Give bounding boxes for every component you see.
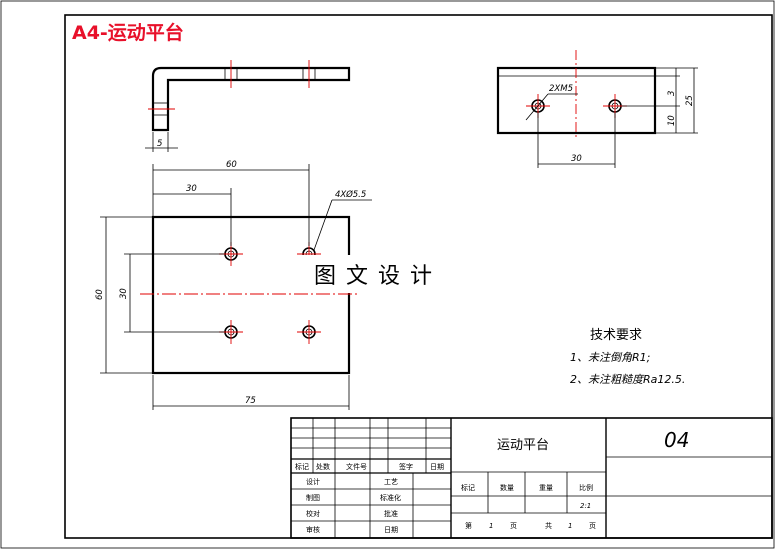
sheet-num-2: 1 xyxy=(568,522,572,530)
rev-header-docno: 文件号 xyxy=(346,462,367,471)
attr-weight: 重量 xyxy=(539,484,553,492)
watermark-text: 图文设计 xyxy=(314,264,442,289)
row-design: 设计 xyxy=(306,477,320,486)
row-draw: 制图 xyxy=(306,493,320,502)
row-standard: 标准化 xyxy=(380,493,401,502)
dim-width-75: 75 xyxy=(245,396,256,406)
tech-requirements: 技术要求 1、未注倒角R1; 2、未注粗糙度Ra12.5. xyxy=(570,328,685,386)
dim-10: 10 xyxy=(667,115,677,126)
side-outline xyxy=(496,66,657,135)
side-view: 2XM5 30 3 10 25 xyxy=(496,50,698,168)
dim-height-30: 30 xyxy=(119,288,129,299)
drawing-title: A4-运动平台 xyxy=(72,21,184,44)
dim-offset-30: 30 xyxy=(186,184,197,194)
part-name: 运动平台 xyxy=(497,438,549,453)
drawing-number: 04 xyxy=(664,428,689,452)
attr-mark: 标记 xyxy=(461,483,475,492)
dim-spacing-30: 30 xyxy=(571,154,582,164)
sheet-label-1: 第 xyxy=(465,521,472,530)
sheet-unit-2: 页 xyxy=(589,522,596,530)
tech-req-line2: 2、未注粗糙度Ra12.5. xyxy=(570,373,685,386)
rev-header-mark: 标记 xyxy=(295,462,309,471)
row-review: 审核 xyxy=(306,525,320,534)
scale-value: 2:1 xyxy=(580,502,591,510)
tech-req-title: 技术要求 xyxy=(590,328,642,343)
row-date: 日期 xyxy=(384,526,398,534)
rev-header-date: 日期 xyxy=(430,463,444,471)
rev-header-sign: 签字 xyxy=(399,462,413,471)
top-view: 5 xyxy=(145,60,351,152)
rev-header-count: 处数 xyxy=(316,462,330,471)
dim-width-60: 60 xyxy=(226,160,237,170)
dim-thread: 2XM5 xyxy=(549,84,573,94)
row-process: 工艺 xyxy=(384,478,398,486)
dim-3: 3 xyxy=(667,91,677,96)
title-block: 标记 处数 文件号 签字 日期 设计 制图 校对 审核 工艺 标准化 批准 日期… xyxy=(290,417,773,539)
dim-25: 25 xyxy=(685,95,695,106)
tech-req-line1: 1、未注倒角R1; xyxy=(570,351,650,364)
dim-height-60: 60 xyxy=(95,289,105,300)
plan-view: 60 30 4XØ5.5 60 30 75 xyxy=(95,160,372,410)
sheet-unit-1: 页 xyxy=(510,522,517,530)
dim-thickness: 5 xyxy=(157,139,162,149)
row-check: 校对 xyxy=(306,509,320,518)
row-approve: 批准 xyxy=(384,509,398,518)
attr-scale: 比例 xyxy=(579,483,593,492)
sheet-num-1: 1 xyxy=(489,522,493,530)
attr-qty: 数量 xyxy=(500,483,514,492)
dim-holes: 4XØ5.5 xyxy=(335,189,366,200)
plate-outline xyxy=(151,215,351,375)
sheet-label-2: 共 xyxy=(545,521,552,530)
